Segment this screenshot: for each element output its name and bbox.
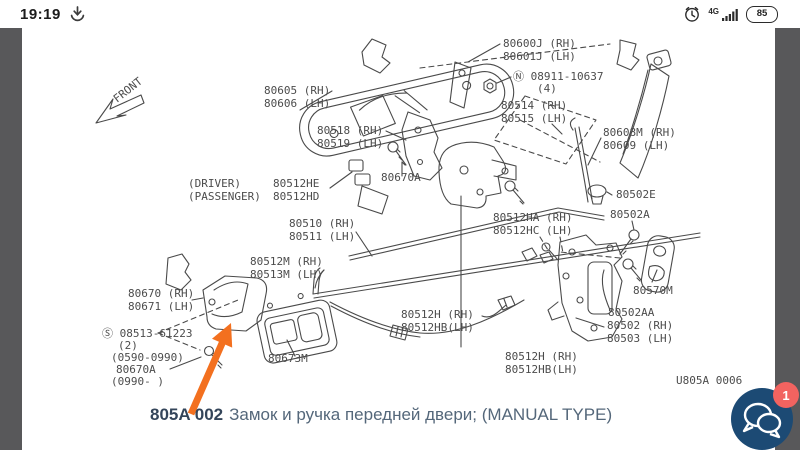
part-label: 80503 (LH) xyxy=(607,332,673,345)
part-label: (DRIVER) xyxy=(188,177,241,190)
status-bar-right: 4G 85 xyxy=(683,5,800,23)
part-label: U805A 0006 xyxy=(676,374,742,387)
leader-lines-dashed xyxy=(157,43,621,351)
alarm-clock-icon xyxy=(685,6,700,22)
front-direction-arrow xyxy=(95,94,145,124)
outside-handle-drawing xyxy=(299,63,515,157)
figure-caption: 805A 002 Замок и ручка передней двери; (M… xyxy=(150,405,612,425)
part-label: (0590-0990) xyxy=(111,351,184,364)
signal-strength-icon xyxy=(722,9,738,21)
network-type-label: 4G xyxy=(708,7,719,16)
inside-handle-drawing xyxy=(165,253,268,332)
part-label: 80515 (LH) xyxy=(501,112,567,125)
part-label: (PASSENGER) xyxy=(188,190,261,203)
figure-code: 805A 002 xyxy=(150,405,224,424)
page-edge-left xyxy=(0,28,22,450)
chat-bubbles-icon xyxy=(742,402,782,439)
part-label: 80514 (RH) xyxy=(501,99,567,112)
striker-drawing xyxy=(640,235,675,293)
part-label: 80512HE xyxy=(273,177,319,190)
network-indicator: 4G xyxy=(708,6,739,22)
status-bar: 19:19 4G xyxy=(0,0,800,28)
lock-assembly-drawing xyxy=(547,234,623,342)
part-label: 80511 (LH) xyxy=(289,230,355,243)
part-label: 80512HA (RH) xyxy=(493,211,572,224)
part-label: 80609 (LH) xyxy=(603,139,669,152)
part-label: 80502 (RH) xyxy=(607,319,673,332)
latch-drawing xyxy=(438,141,517,209)
rod-drawings xyxy=(312,117,701,341)
part-label: 80605 (RH) xyxy=(264,84,330,97)
inside-latch-clips-drawing xyxy=(348,159,389,215)
status-bar-left: 19:19 xyxy=(0,5,86,23)
part-label: 80671 (LH) xyxy=(128,300,194,313)
part-label: (0990- ) xyxy=(111,375,164,388)
part-label: 80512M (RH) xyxy=(250,255,323,268)
part-label: 80513M (LH) xyxy=(250,268,323,281)
annotation-arrow xyxy=(187,323,233,416)
part-label: (4) xyxy=(537,82,557,95)
part-label: 80512HC (LH) xyxy=(493,224,572,237)
grommet-drawing xyxy=(587,184,607,205)
part-label: 80600J (RH) xyxy=(503,37,576,50)
part-label: 80512HB(LH) xyxy=(401,321,474,334)
part-label: 80502AA xyxy=(608,306,655,319)
battery-percent: 85 xyxy=(756,8,768,20)
part-label: 80601J (LH) xyxy=(503,50,576,63)
part-label: 80502A xyxy=(610,208,650,221)
part-label: 80519 (LH) xyxy=(317,137,383,150)
page-edge-right xyxy=(775,28,800,450)
part-label: 80512H (RH) xyxy=(505,350,578,363)
chat-unread-badge: 1 xyxy=(773,382,799,408)
download-icon xyxy=(70,6,85,22)
status-time: 19:19 xyxy=(20,5,61,23)
part-label: 80502E xyxy=(616,188,656,201)
part-label: 80670 (RH) xyxy=(128,287,194,300)
sash-channel-drawing xyxy=(449,39,672,179)
part-label: 80518 (RH) xyxy=(317,124,383,137)
part-label: 80608M (RH) xyxy=(603,126,676,139)
escutcheon-drawing xyxy=(256,292,338,364)
part-label: 80512HB(LH) xyxy=(505,363,578,376)
handle-clip-drawing xyxy=(361,38,391,74)
screw-drawings xyxy=(203,141,642,369)
part-label: Ⓢ 08513-61223 xyxy=(102,327,192,340)
handle-bracket-drawing xyxy=(401,111,443,181)
part-label: 80670A xyxy=(381,171,421,184)
part-label: 80512HD xyxy=(273,190,319,203)
part-label: 80670A xyxy=(116,363,156,376)
chat-fab-button[interactable]: 1 xyxy=(731,382,799,450)
part-label: 80673M xyxy=(268,352,308,365)
figure-title: Замок и ручка передней двери; (MANUAL TY… xyxy=(229,405,613,424)
nut-drawing xyxy=(483,78,497,94)
part-label: 80512H (RH) xyxy=(401,308,474,321)
part-label: Ⓝ 08911-10637 xyxy=(513,70,603,83)
leader-lines xyxy=(169,43,658,370)
part-label: 80510 (RH) xyxy=(289,217,355,230)
part-label: (2) xyxy=(118,339,138,352)
part-label: 80606 (LH) xyxy=(264,97,330,110)
battery-indicator: 85 xyxy=(746,5,778,23)
part-label: 80570M xyxy=(633,284,673,297)
